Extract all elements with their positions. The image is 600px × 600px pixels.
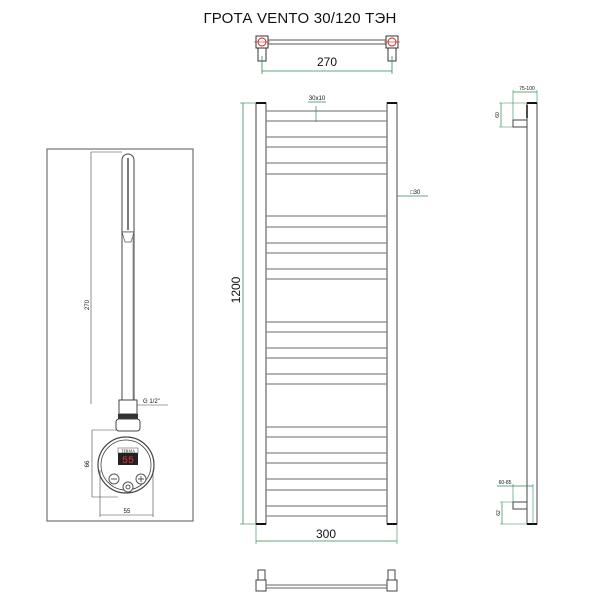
drawing-title: ГРОТА VENTO 30/120 ТЭН bbox=[203, 10, 397, 27]
body-height-label: 66 bbox=[85, 460, 91, 467]
top-width-label: 270 bbox=[317, 55, 337, 69]
top-view: 270 bbox=[254, 35, 400, 74]
rail-section-label: 30x10 bbox=[309, 96, 326, 102]
rails bbox=[266, 110, 387, 517]
width-label: 300 bbox=[316, 527, 336, 541]
side-view: 75-100 60 60-85 62 bbox=[495, 86, 538, 525]
top-offset-label: 75-100 bbox=[519, 86, 535, 92]
bottom-height-label: 62 bbox=[496, 510, 502, 516]
bottom-view bbox=[255, 569, 398, 592]
brand-label: TERMA bbox=[121, 449, 135, 454]
thread-label: G 1/2" bbox=[143, 399, 160, 405]
front-view: 30x10 □30 1200 300 bbox=[229, 96, 428, 544]
power-button-icon bbox=[122, 481, 134, 493]
display-value: 55 bbox=[122, 456, 134, 467]
element-length-label: 270 bbox=[85, 299, 91, 310]
height-label: 1200 bbox=[229, 276, 243, 303]
top-height-label: 60 bbox=[495, 112, 501, 118]
heater-panel: 270 G 1/2" TERMA 55 66 55 bbox=[46, 148, 194, 522]
body-width-label: 55 bbox=[124, 509, 131, 515]
riser-section-label: □30 bbox=[410, 190, 421, 196]
bottom-offset-label: 60-85 bbox=[499, 480, 512, 486]
